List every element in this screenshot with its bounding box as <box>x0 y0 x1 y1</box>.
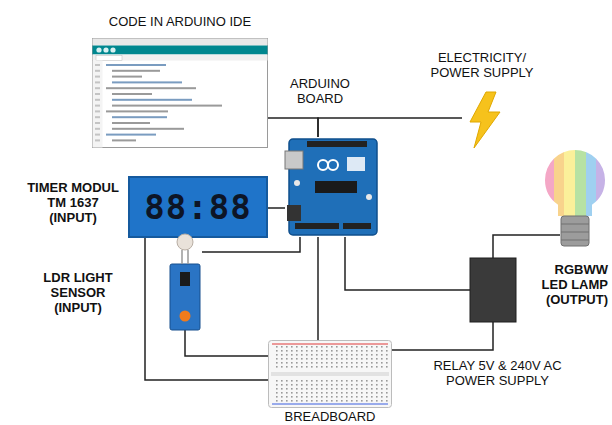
relay-module-art <box>470 258 516 322</box>
power-supply: ELECTRICITY/ POWER SUPPLY <box>462 92 502 148</box>
ldr-sensor-art <box>168 238 202 330</box>
component-label: ARDUINO BOARD <box>280 76 360 106</box>
component-label: RELAY 5V & 240V AC POWER SUPPLY <box>415 358 580 388</box>
component-label: BREADBOARD <box>268 409 392 424</box>
wire-connector <box>145 238 268 380</box>
wire-connector <box>317 237 319 340</box>
wire-connector <box>202 237 300 252</box>
wire-connector <box>185 330 268 356</box>
ldr-sensor: LDR LIGHT SENSOR (INPUT) <box>168 238 202 330</box>
component-label: ELECTRICITY/ POWER SUPPLY <box>417 50 547 80</box>
component-label: CODE IN ARDUINO IDE <box>90 14 270 29</box>
relay-module: RELAY 5V & 240V AC POWER SUPPLY <box>470 258 516 322</box>
wire-connector <box>268 118 318 137</box>
display-digits: 88:88 <box>144 187 251 227</box>
wire-connector <box>268 207 285 209</box>
ide-screenshot: CODE IN ARDUINO IDE <box>92 38 268 148</box>
component-label: TIMER MODUL TM 1637 (INPUT) <box>22 180 124 225</box>
component-label: LDR LIGHT SENSOR (INPUT) <box>28 270 128 315</box>
wire-connector <box>318 118 462 137</box>
power-supply-art <box>464 92 502 148</box>
timer-module: TIMER MODUL TM 1637 (INPUT)88:88 <box>128 176 268 238</box>
breadboard-art <box>268 340 392 408</box>
wire-connector <box>345 237 470 290</box>
led-lamp-art <box>542 140 608 252</box>
wire-connector <box>493 235 560 258</box>
component-label: RGBWW LED LAMP (OUTPUT) <box>538 262 608 307</box>
breadboard: BREADBOARD <box>268 340 392 408</box>
led-lamp: RGBWW LED LAMP (OUTPUT) <box>560 140 608 252</box>
arduino-board: ARDUINO BOARD <box>285 137 381 237</box>
wire-connector <box>392 322 493 350</box>
arduino-board-art <box>285 137 381 237</box>
ide-screenshot-art <box>92 38 268 148</box>
